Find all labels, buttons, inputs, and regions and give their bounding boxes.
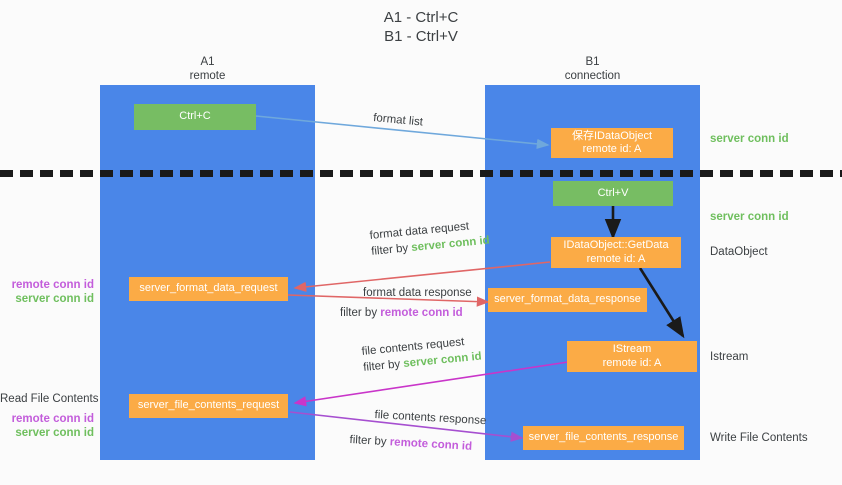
label-remote-conn-id-1: remote conn id xyxy=(11,279,94,291)
label-server-conn-id-mid: server conn id xyxy=(710,211,789,223)
box-save-idataobject[interactable]: 保存IDataObject remote id: A xyxy=(551,128,673,158)
page-title: A1 - Ctrl+C B1 - Ctrl+V xyxy=(0,8,842,46)
edge-label-file-contents-request: file contents request filter by server c… xyxy=(361,333,482,376)
box-server-file-contents-response[interactable]: server_file_contents_response xyxy=(523,426,684,450)
label-write-file-contents: Write File Contents xyxy=(710,432,808,444)
lane-b1-name: B1 xyxy=(585,56,600,68)
box-server-format-data-response[interactable]: server_format_data_response xyxy=(488,288,647,312)
label-remote-conn-id-2: remote conn id xyxy=(11,413,94,425)
box-istream-line1: IStream xyxy=(612,343,652,355)
box-server-file-contents-request[interactable]: server_file_contents_request xyxy=(129,394,288,418)
phase-divider xyxy=(0,170,842,177)
edge-label-format-data-response-filter: filter by remote conn id xyxy=(340,305,463,321)
edge-format-data-response-filter-prefix: filter by xyxy=(340,307,381,319)
lane-a1-name: A1 xyxy=(200,56,215,68)
box-getdata-line1: IDataObject::GetData xyxy=(563,239,669,251)
box-istream-line2: remote id: A xyxy=(602,356,662,369)
lane-header-b1: B1 connection xyxy=(485,55,700,83)
edge-format-data-response-title: format data response xyxy=(363,287,472,299)
box-server-format-data-request-label: server_format_data_request xyxy=(139,282,278,295)
label-server-conn-id-top: server conn id xyxy=(710,133,789,145)
edge-format-data-request-filter-prefix: filter by xyxy=(370,242,412,258)
box-ctrl-c[interactable]: Ctrl+C xyxy=(134,104,256,130)
lane-a1-sub: remote xyxy=(189,70,226,82)
edge-label-format-data-request: format data request filter by server con… xyxy=(369,217,490,260)
label-read-file-contents: Read File Contents xyxy=(0,393,99,405)
box-server-format-data-response-label: server_format_data_response xyxy=(494,293,641,306)
box-server-file-contents-request-label: server_file_contents_request xyxy=(137,399,280,412)
lane-b1-sub: connection xyxy=(564,70,621,82)
edge-file-contents-response-filter-prefix: filter by xyxy=(349,433,391,449)
lane-header-a1: A1 remote xyxy=(100,55,315,83)
edge-file-contents-response-filter-value: remote conn id xyxy=(389,436,473,453)
title-line-2: B1 - Ctrl+V xyxy=(384,28,458,45)
box-getdata-line2: remote id: A xyxy=(586,252,646,265)
label-server-conn-id-2: server conn id xyxy=(15,427,94,439)
title-line-1: A1 - Ctrl+C xyxy=(383,9,459,26)
label-server-conn-id-1: server conn id xyxy=(15,293,94,305)
box-ctrl-c-label: Ctrl+C xyxy=(179,110,211,123)
label-istream: Istream xyxy=(710,351,749,363)
edge-label-file-contents-response: file contents response xyxy=(374,408,487,428)
box-save-idataobject-line1: 保存IDataObject xyxy=(571,129,653,142)
box-server-format-data-request[interactable]: server_format_data_request xyxy=(129,277,288,301)
box-ctrl-v[interactable]: Ctrl+V xyxy=(553,181,673,206)
edge-label-file-contents-response-filter: filter by remote conn id xyxy=(349,432,472,455)
edge-label-format-data-response: format data response xyxy=(363,285,472,301)
box-server-file-contents-response-label: server_file_contents_response xyxy=(528,431,679,444)
box-idataobject-getdata[interactable]: IDataObject::GetData remote id: A xyxy=(551,237,681,268)
box-save-idataobject-line2: remote id: A xyxy=(582,143,642,155)
edge-file-contents-request-filter-prefix: filter by xyxy=(362,358,404,374)
edge-format-data-response-filter-value: remote conn id xyxy=(380,307,463,319)
label-dataobject: DataObject xyxy=(710,246,768,258)
box-istream[interactable]: IStream remote id: A xyxy=(567,341,697,372)
edge-label-format-list: format list xyxy=(372,111,424,129)
box-ctrl-v-label: Ctrl+V xyxy=(597,186,629,199)
